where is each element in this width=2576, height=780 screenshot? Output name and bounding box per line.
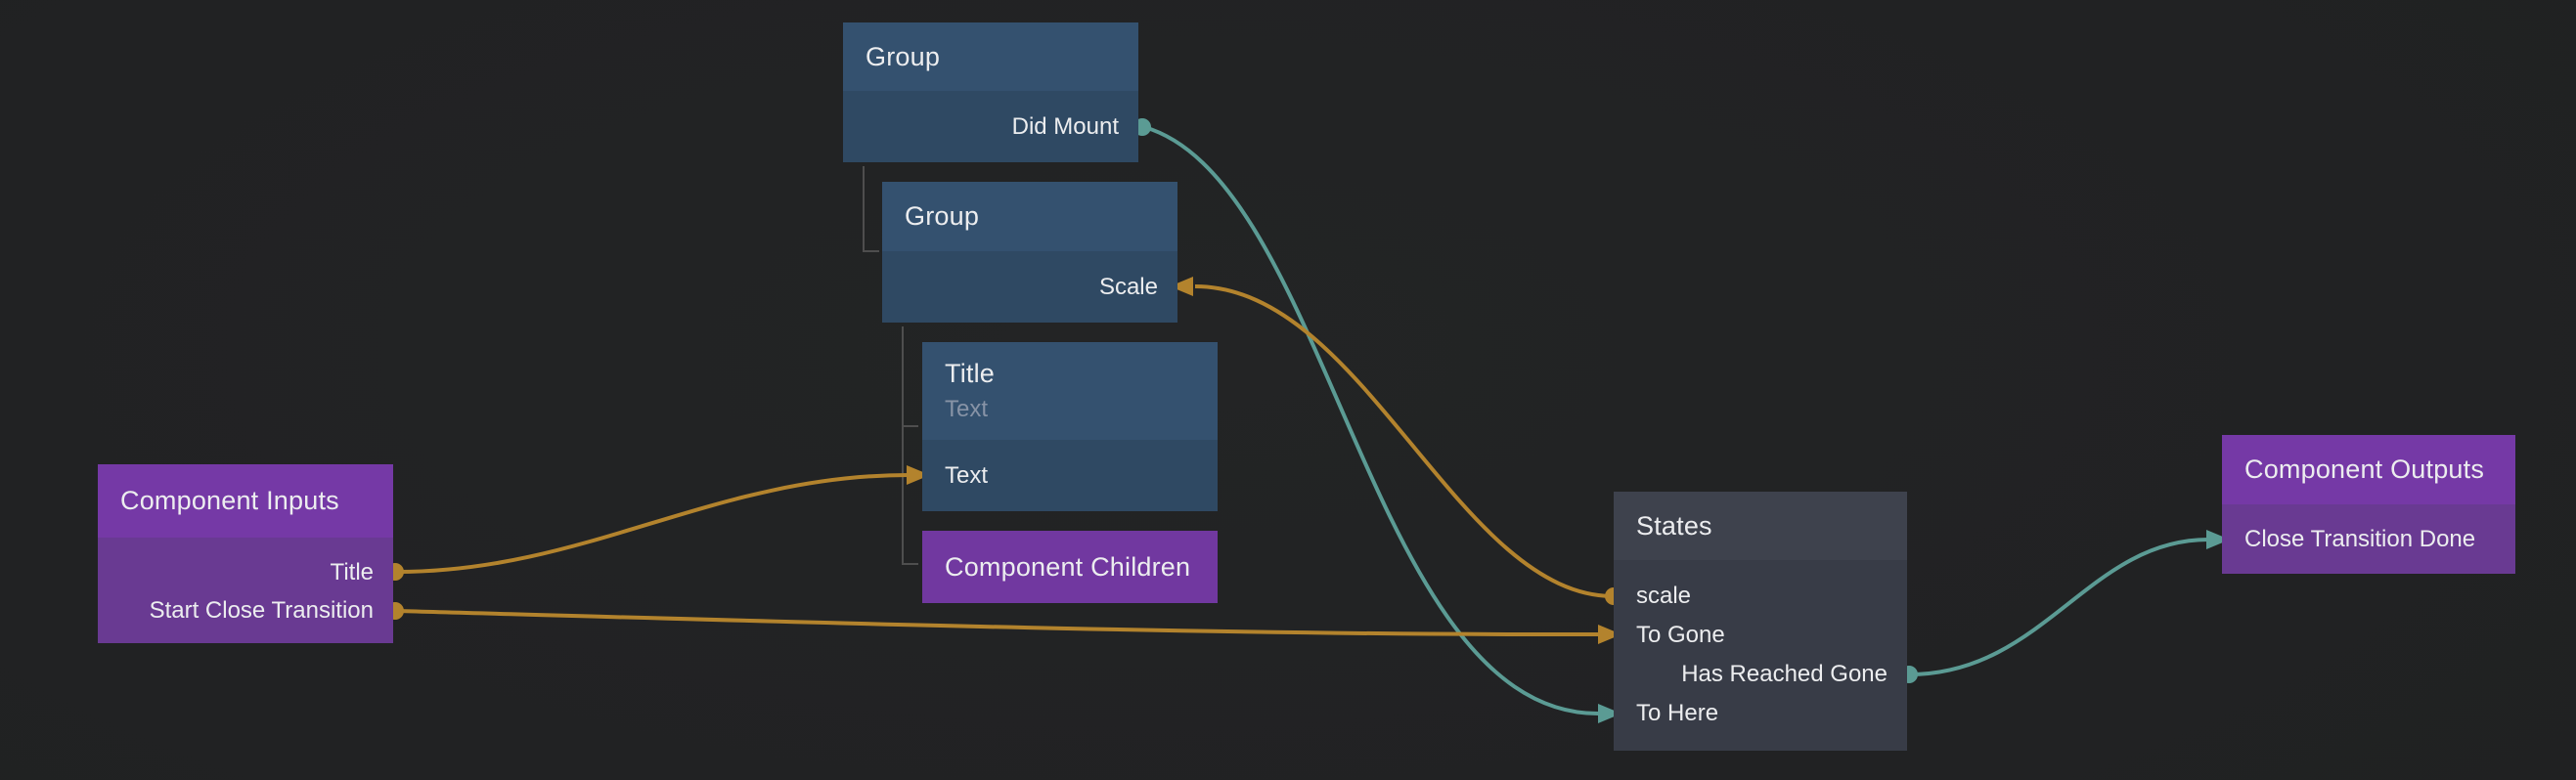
node-header: Component Children: [922, 531, 1218, 603]
tree-connector-group-inner-to-children: [902, 326, 918, 565]
port-label: scale: [1636, 583, 1692, 609]
port-row-text[interactable]: Text: [922, 462, 1218, 490]
port-label: Did Mount: [1011, 112, 1119, 140]
node-title: Group: [905, 201, 980, 231]
node-states[interactable]: States scale To Gone Has Reached Gone To…: [1614, 492, 1907, 751]
node-header: Group: [843, 22, 1138, 91]
port-row-to-gone[interactable]: To Gone: [1614, 616, 1907, 655]
port-label: Has Reached Gone: [1681, 661, 1888, 687]
node-title: Component Inputs: [120, 486, 339, 515]
port-arrow-to-here[interactable]: [1598, 704, 1621, 723]
port-label: Title: [330, 558, 374, 585]
node-header: Component Outputs: [2222, 435, 2515, 504]
port-row-did-mount[interactable]: Did Mount: [843, 113, 1138, 141]
port-label: Text: [945, 461, 989, 489]
node-title: States: [1636, 510, 1712, 541]
port-row-has-reached-gone[interactable]: Has Reached Gone: [1614, 655, 1907, 694]
wire-start-close-transition-to-to-gone[interactable]: [396, 609, 1599, 637]
port-arrow-group-scale[interactable]: [1170, 277, 1193, 296]
port-label: Scale: [1098, 273, 1158, 300]
node-header: Component Inputs: [98, 464, 393, 538]
port-label: Close Transition Done: [2244, 525, 2476, 552]
port-label: To Gone: [1636, 622, 1725, 648]
node-title: Component Outputs: [2244, 455, 2485, 484]
node-title: Component Children: [945, 551, 1191, 582]
node-body: scale To Gone Has Reached Gone To Here: [1614, 560, 1907, 751]
port-label: To Here: [1636, 700, 1719, 726]
node-header: Title Text: [922, 342, 1218, 440]
node-body: Scale: [882, 251, 1177, 323]
node-title: Group: [866, 41, 941, 71]
port-row-start-close-transition[interactable]: Start Close Transition: [98, 591, 393, 629]
node-body: Close Transition Done: [2222, 504, 2515, 574]
port-label: Start Close Transition: [149, 596, 374, 624]
node-component-inputs[interactable]: Component Inputs Title Start Close Trans…: [98, 464, 393, 643]
port-row-title[interactable]: Title: [98, 553, 393, 591]
port-arrow-close-transition-done[interactable]: [2206, 530, 2230, 549]
node-group-inner[interactable]: Group Scale: [882, 182, 1177, 323]
port-row-scale[interactable]: Scale: [882, 274, 1177, 301]
wire-states-scale-to-group-scale[interactable]: [1194, 284, 1615, 598]
wire-did-mount-to-to-here[interactable]: [1143, 125, 1599, 715]
node-title: Title: [945, 359, 996, 388]
port-row-scale[interactable]: scale: [1614, 577, 1907, 616]
node-body: Did Mount: [843, 91, 1138, 162]
wire-title-to-text[interactable]: [396, 473, 910, 574]
port-arrow-title-text[interactable]: [907, 465, 930, 485]
node-body: Title Start Close Transition: [98, 538, 393, 643]
node-title-text[interactable]: Title Text Text: [922, 342, 1218, 511]
port-arrow-to-gone[interactable]: [1598, 625, 1621, 644]
node-component-children[interactable]: Component Children: [922, 531, 1218, 603]
node-component-outputs[interactable]: Component Outputs Close Transition Done: [2222, 435, 2515, 574]
port-row-close-transition-done[interactable]: Close Transition Done: [2222, 526, 2515, 553]
node-header: Group: [882, 182, 1177, 251]
node-group-outer[interactable]: Group Did Mount: [843, 22, 1138, 162]
tree-connector-group-outer-to-inner: [863, 166, 879, 252]
node-header: States: [1614, 492, 1907, 560]
node-body: Text: [922, 440, 1218, 511]
wire-has-reached-gone-to-close-transition-done[interactable]: [1908, 538, 2209, 676]
node-subtitle: Text: [945, 396, 989, 422]
port-row-to-here[interactable]: To Here: [1614, 694, 1907, 733]
